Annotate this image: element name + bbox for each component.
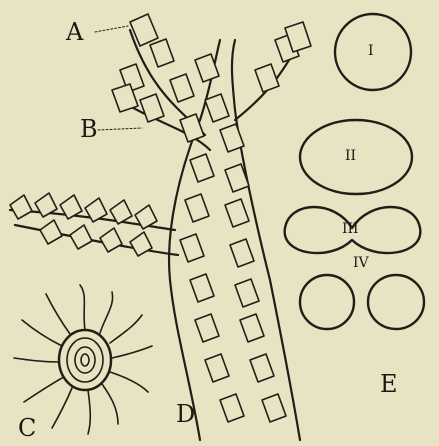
label-d: D	[176, 402, 195, 426]
section-iv-left-outline	[300, 275, 354, 329]
cross-section-c	[14, 285, 152, 434]
section-iii-label: III	[342, 222, 359, 236]
section-iv-right-outline	[368, 275, 424, 329]
pointer-line-a	[95, 26, 128, 32]
pointer-line-b	[98, 128, 142, 130]
section-outlines-e	[285, 14, 424, 329]
label-a: A	[66, 20, 83, 44]
label-b: B	[80, 117, 98, 141]
section-iv-label: IV	[353, 256, 369, 270]
label-e: E	[380, 372, 398, 396]
section-ii-label: II	[345, 149, 356, 163]
label-c: C	[18, 416, 36, 440]
section-i-label: I	[368, 44, 374, 58]
zooecia-tubes	[10, 14, 311, 422]
